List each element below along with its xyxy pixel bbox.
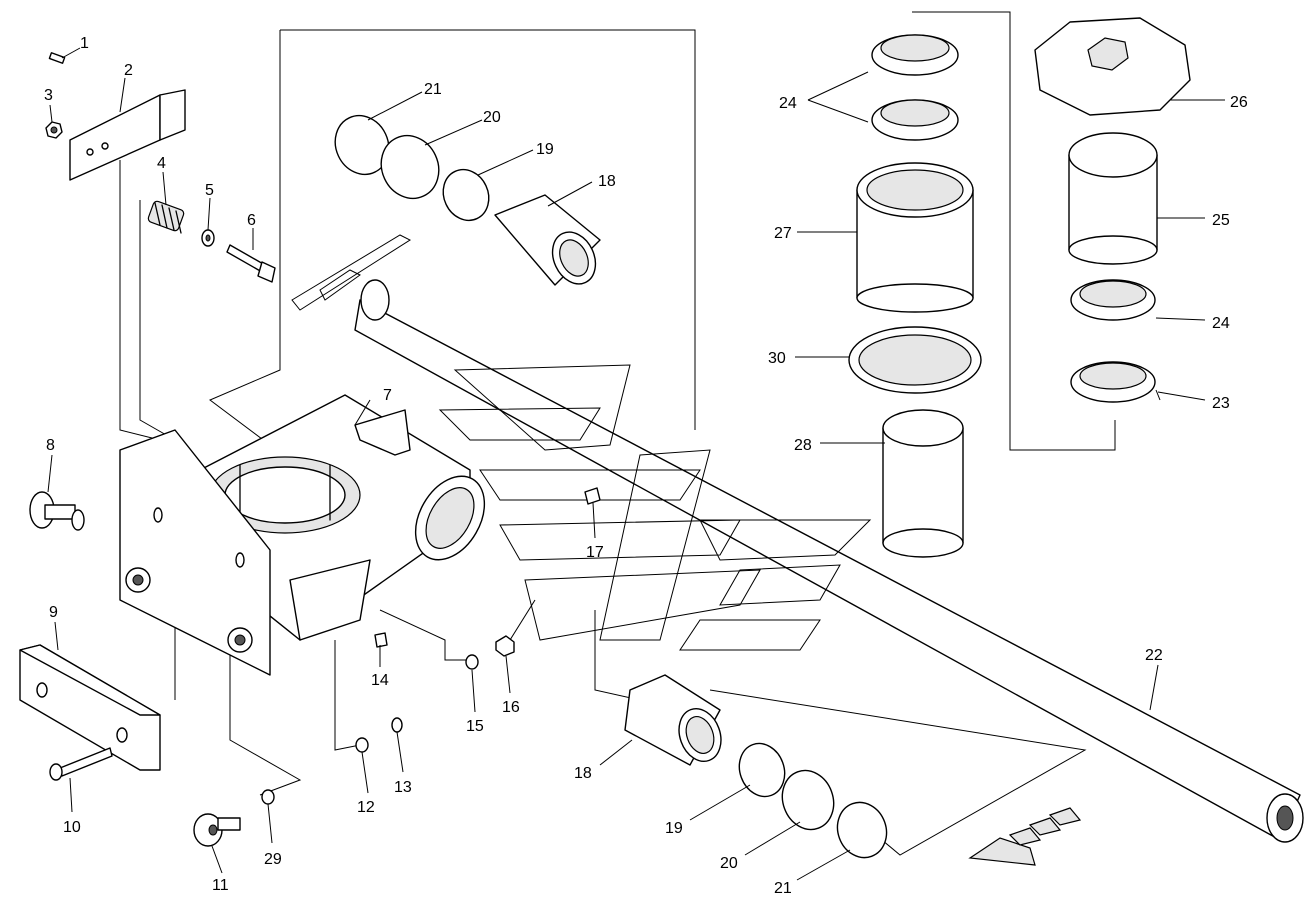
fittings — [374, 487, 601, 648]
callout-24-right: 24 — [1212, 315, 1230, 332]
callout-23: 23 — [1212, 395, 1230, 412]
knob-8 — [29, 491, 85, 531]
callout-25: 25 — [1212, 212, 1230, 229]
callout-13: 13 — [394, 779, 412, 796]
callout-18-top: 18 — [598, 173, 616, 190]
nut-small — [45, 121, 63, 139]
callout-labels: 1 2 3 4 5 6 7 8 9 10 11 12 13 14 15 16 1… — [44, 35, 1248, 897]
callout-19-top: 19 — [536, 141, 554, 158]
direction-arrow — [968, 807, 1082, 866]
callout-16: 16 — [502, 699, 520, 716]
callout-2: 2 — [124, 62, 133, 79]
callout-22: 22 — [1145, 647, 1163, 664]
guide-outline-shapes — [438, 364, 872, 651]
callout-20-top: 20 — [483, 109, 501, 126]
shaft-tube — [291, 234, 1304, 843]
callout-29: 29 — [264, 851, 282, 868]
spring — [147, 200, 185, 234]
screw-10 — [49, 747, 113, 781]
leader-lines — [47, 47, 1225, 881]
callout-5: 5 — [205, 182, 214, 199]
knob-11 — [193, 813, 241, 847]
callout-10: 10 — [63, 819, 81, 836]
washer-5 — [201, 229, 215, 247]
callout-9: 9 — [49, 604, 58, 621]
vertical-stack-left — [848, 34, 982, 558]
upper-bushing-set — [334, 114, 601, 286]
callout-6: 6 — [247, 212, 256, 229]
callout-7: 7 — [383, 387, 392, 404]
callout-8: 8 — [46, 437, 55, 454]
callout-21-bottom: 21 — [774, 880, 792, 897]
callout-20-bottom: 20 — [720, 855, 738, 872]
callout-14: 14 — [371, 672, 389, 689]
callout-15: 15 — [466, 718, 484, 735]
callout-19-bottom: 19 — [665, 820, 683, 837]
callout-21-top: 21 — [424, 81, 442, 98]
vertical-stack-right — [1034, 17, 1191, 403]
pin — [48, 52, 66, 64]
lower-bushing-set — [624, 674, 888, 859]
callout-24-left: 24 — [779, 95, 797, 112]
side-plate — [119, 429, 271, 676]
bolt-6 — [226, 244, 276, 283]
callout-27: 27 — [774, 225, 792, 242]
callout-26: 26 — [1230, 94, 1248, 111]
callout-30: 30 — [768, 350, 786, 367]
callout-4: 4 — [157, 155, 166, 172]
callout-18-bottom: 18 — [574, 765, 592, 782]
callout-11: 11 — [212, 877, 229, 894]
clamp-block — [19, 644, 161, 771]
callout-3: 3 — [44, 87, 53, 104]
callout-17: 17 — [586, 544, 604, 561]
callout-28: 28 — [794, 437, 812, 454]
callout-1: 1 — [80, 35, 89, 52]
callout-12: 12 — [357, 799, 375, 816]
housing-side-ring — [414, 475, 486, 561]
bracket — [69, 89, 186, 181]
